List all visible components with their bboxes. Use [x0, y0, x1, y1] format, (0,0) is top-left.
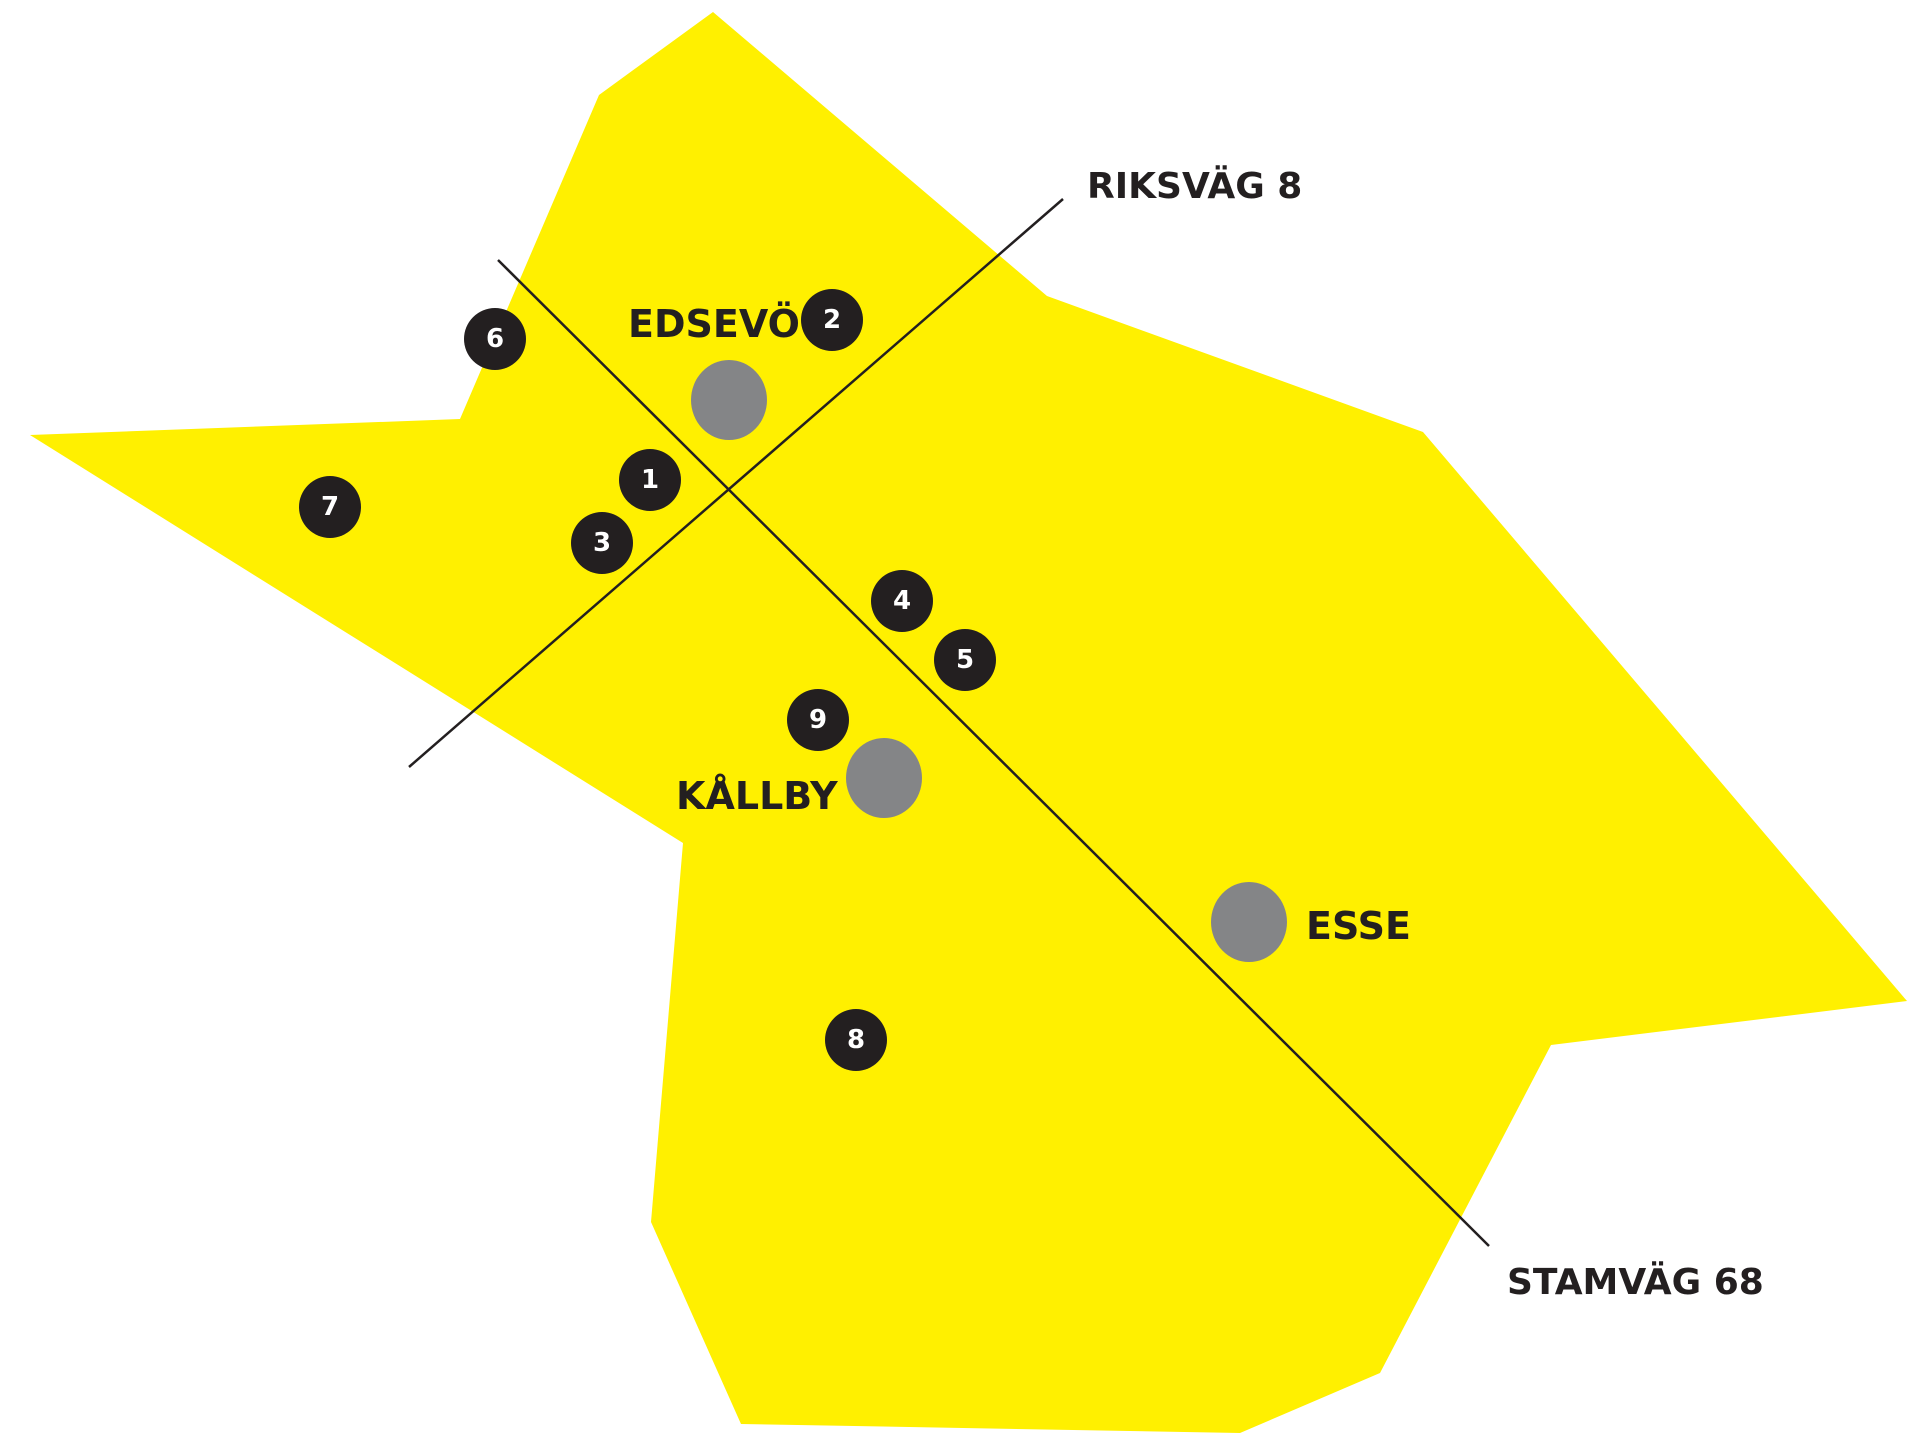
esse-town-dot: [1211, 882, 1287, 962]
marker-7-label: 7: [321, 492, 339, 522]
marker-5-label: 5: [956, 645, 974, 675]
edsevo-town-dot: [691, 360, 767, 440]
marker-9-circle: [787, 689, 849, 751]
kallby-town-dot: [846, 738, 922, 818]
marker-1-circle: [619, 449, 681, 511]
kallby-label: KÅLLBY: [676, 774, 838, 818]
marker-2-label: 2: [823, 305, 841, 335]
marker-1[interactable]: 1: [619, 449, 681, 511]
region-area: [30, 12, 1907, 1433]
marker-3-circle: [571, 512, 633, 574]
marker-5[interactable]: 5: [934, 629, 996, 691]
marker-9-label: 9: [809, 705, 827, 735]
marker-4-label: 4: [893, 586, 911, 616]
marker-4-circle: [871, 570, 933, 632]
edsevo-label: EDSEVÖ: [628, 302, 800, 346]
marker-3[interactable]: 3: [571, 512, 633, 574]
riksvag-8-road: [408, 198, 1064, 768]
marker-1-label: 1: [641, 465, 659, 495]
marker-2-circle: [801, 289, 863, 351]
marker-3-label: 3: [593, 528, 611, 558]
marker-8-label: 8: [847, 1025, 865, 1055]
esse-label: ESSE: [1306, 904, 1411, 948]
marker-4[interactable]: 4: [871, 570, 933, 632]
riksvag-8-label: RIKSVÄG 8: [1087, 165, 1302, 207]
marker-5-circle: [934, 629, 996, 691]
marker-6-label: 6: [486, 324, 504, 354]
marker-7-circle: [299, 476, 361, 538]
marker-6[interactable]: 6: [464, 308, 526, 370]
marker-2[interactable]: 2: [801, 289, 863, 351]
marker-9[interactable]: 9: [787, 689, 849, 751]
stamvag-68-label: STAMVÄG 68: [1507, 1261, 1764, 1303]
marker-7[interactable]: 7: [299, 476, 361, 538]
marker-6-circle: [464, 308, 526, 370]
stamvag-68-road: [497, 259, 1490, 1247]
marker-8[interactable]: 8: [825, 1009, 887, 1071]
marker-8-circle: [825, 1009, 887, 1071]
